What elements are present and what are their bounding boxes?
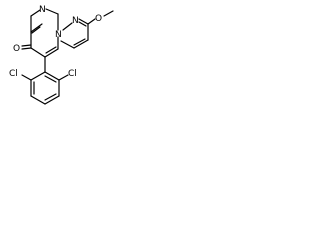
bond-c-o-2 xyxy=(21,44,32,47)
bond-n-c xyxy=(30,9,41,17)
bond-c-o-1 xyxy=(21,47,32,50)
bonds xyxy=(21,8,114,105)
bond-nbridge-n xyxy=(62,22,73,31)
bond-n-c-ome xyxy=(78,18,89,25)
bond-ph-4 xyxy=(44,95,60,105)
bond-c-c-fused-double xyxy=(45,46,57,54)
bond-n-c-ome-double xyxy=(78,21,87,27)
bond-c-cl-right xyxy=(58,74,69,81)
bond-c-c-r xyxy=(73,39,89,49)
bond-ph-4-double xyxy=(44,93,57,101)
atom-o-carbonyl: O xyxy=(13,44,20,54)
bond-c-o-ome xyxy=(87,18,96,25)
atom-n-bridge: N xyxy=(55,30,62,40)
bond-c-fused xyxy=(60,40,75,49)
chemical-structure-diagram: N N N O O Cl Cl xyxy=(9,5,114,105)
bond-c1-c2 xyxy=(30,23,43,33)
atom-n-pyridazine: N xyxy=(72,16,79,26)
bond-ph-1 xyxy=(30,71,46,81)
atom-cl-right: Cl xyxy=(68,69,77,79)
bond-carbonyl-c-c xyxy=(30,47,46,58)
atom-labels: N N N O O Cl Cl xyxy=(9,5,102,79)
atom-o-methoxy: O xyxy=(95,14,102,24)
bond-ph-3 xyxy=(30,95,46,105)
bond-ph-6 xyxy=(44,71,60,81)
atom-n-pyrimidine-top: N xyxy=(39,5,46,15)
bond-c1-c2-double xyxy=(31,26,41,34)
bond-ph-6-double xyxy=(44,75,57,83)
bond-c-cl-left xyxy=(21,74,32,81)
bond-c2-n xyxy=(45,8,59,15)
bond-o-ch3 xyxy=(103,10,114,17)
bond-c-c-fused xyxy=(44,48,59,58)
bond-c-c-r-double xyxy=(73,38,86,46)
atom-cl-left: Cl xyxy=(9,69,18,79)
